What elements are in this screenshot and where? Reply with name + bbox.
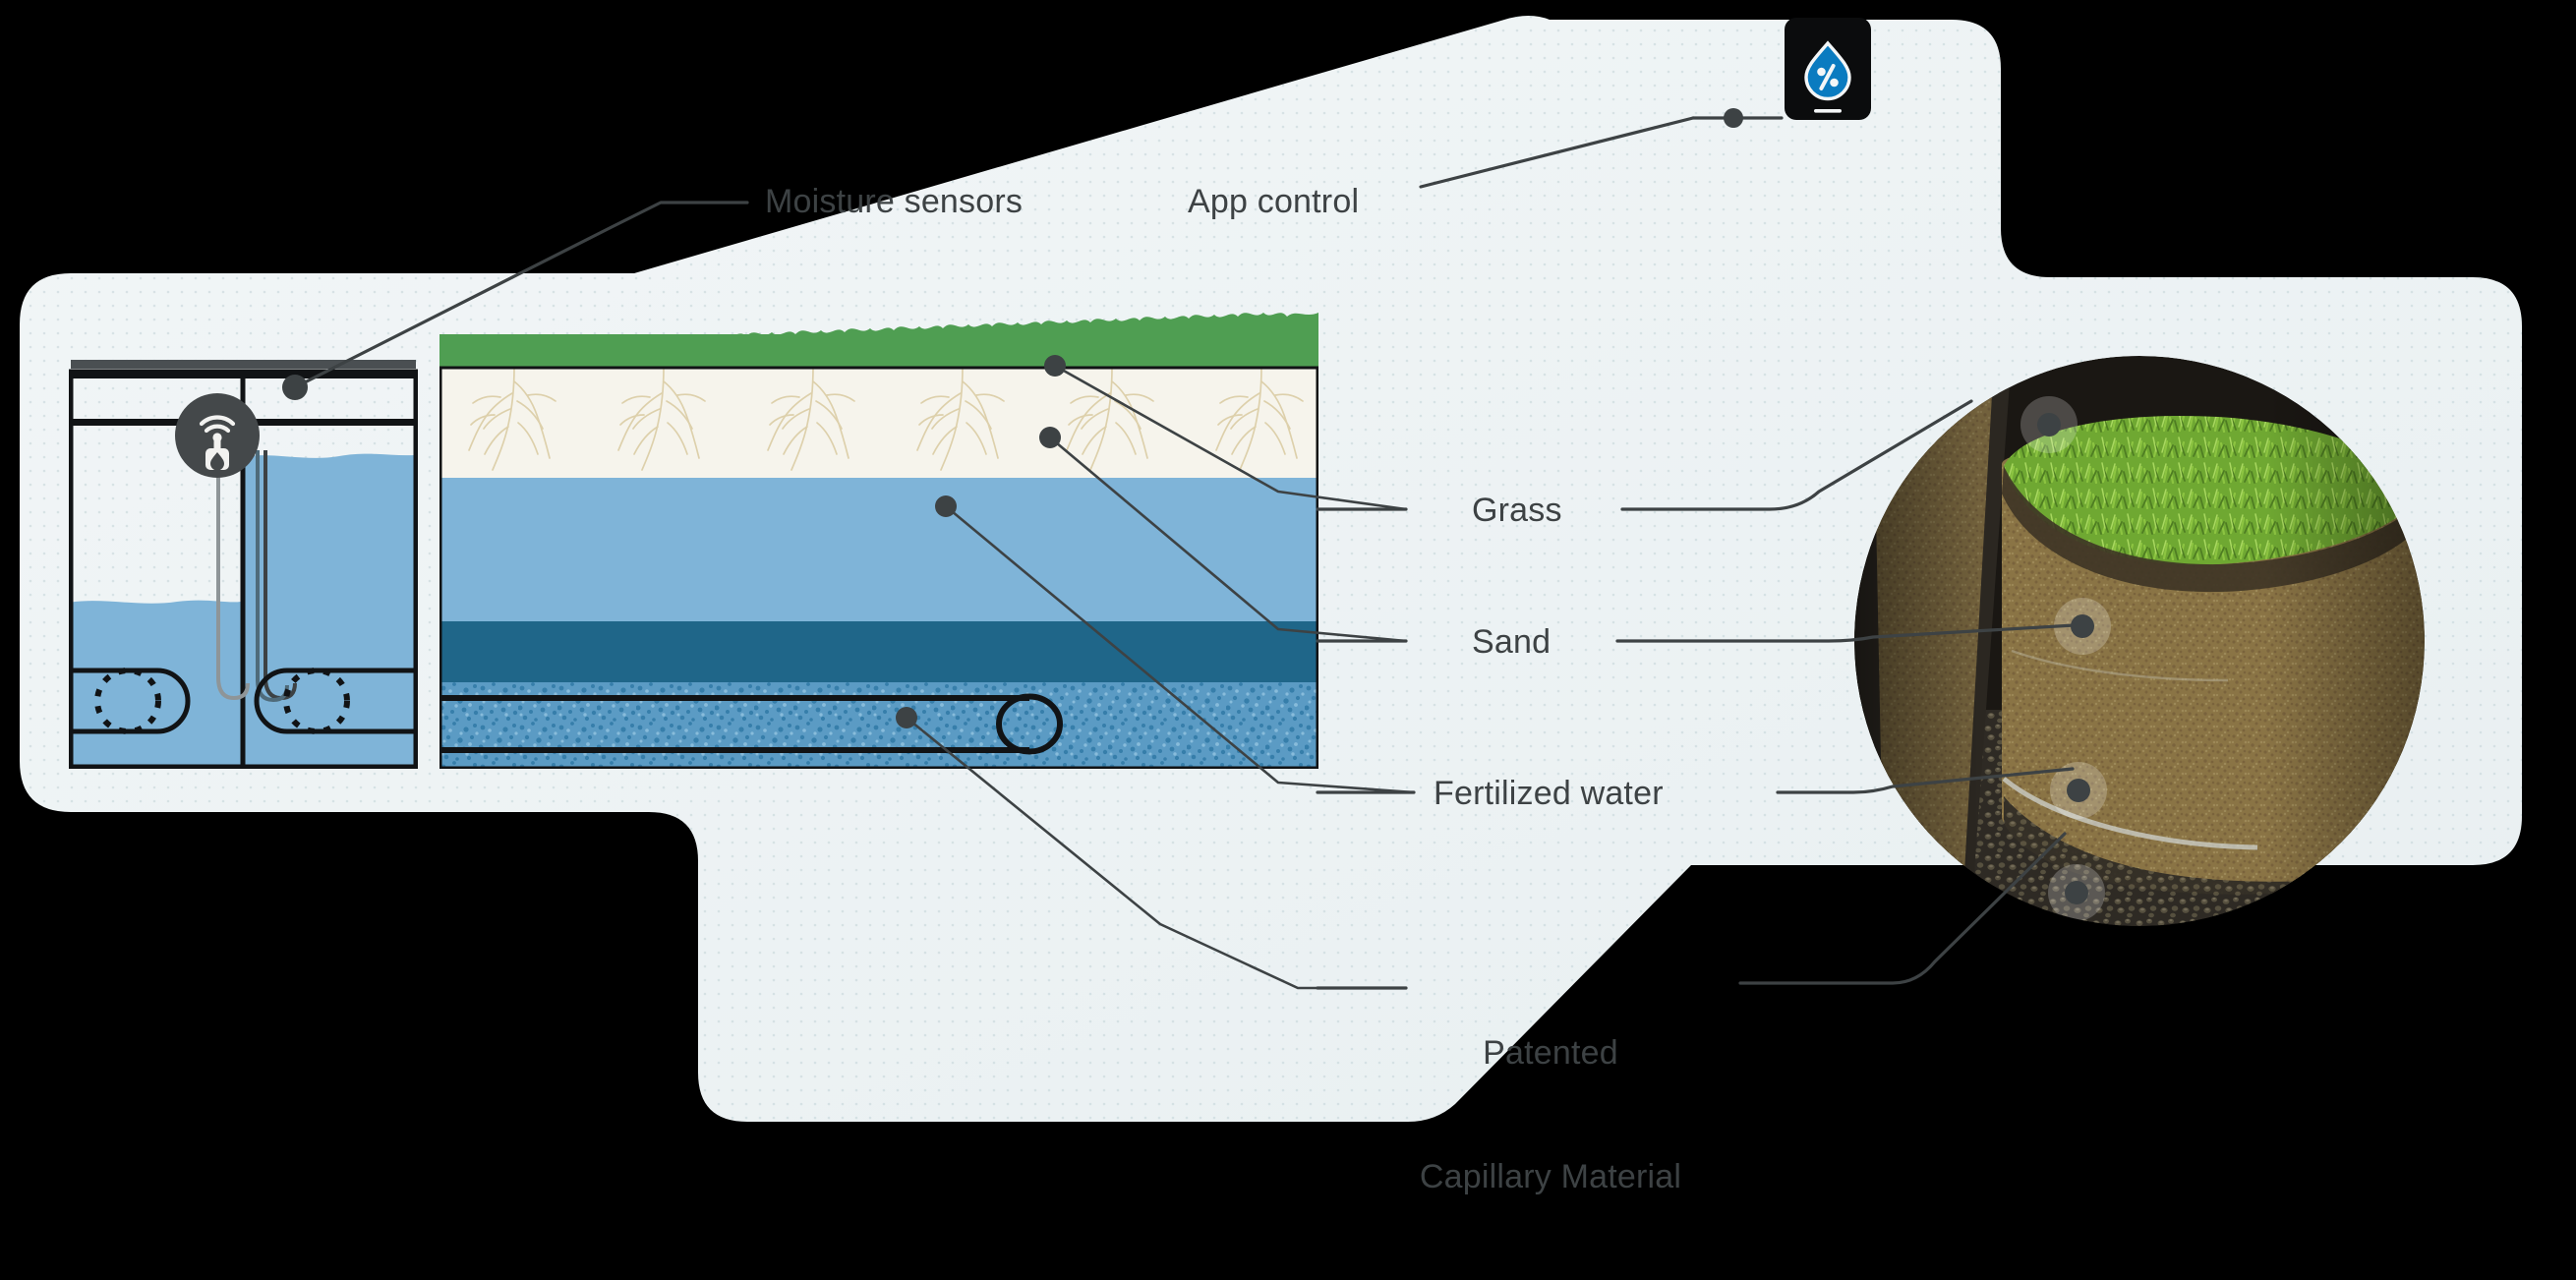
phone-home-indicator: [1814, 109, 1842, 113]
wifi-moisture-sensor-icon[interactable]: [175, 393, 260, 478]
tank-lid-top: [71, 360, 416, 369]
photo-marker-grass: [2020, 396, 2078, 453]
photo-marker-capillary: [2048, 864, 2105, 921]
label-app-control: App control: [1188, 183, 1360, 220]
tank-pipe-right: [254, 668, 423, 734]
photo-marker-sand: [2054, 598, 2111, 655]
label-fertilized-water: Fertilized water: [1434, 775, 1664, 812]
photo-marker-water: [2050, 762, 2107, 819]
turf-core-photo: [1854, 356, 2425, 926]
label-sand: Sand: [1472, 623, 1551, 661]
label-grass: Grass: [1472, 492, 1562, 529]
label-line-2: Capillary Material: [1419, 1158, 1682, 1195]
tank-pipe-left: [71, 668, 191, 734]
label-line-1: Patented: [1483, 1034, 1618, 1072]
diagram-canvas: Moisture sensors App control Grass Sand …: [20, 16, 2522, 1195]
water-reservoir-tank: [68, 356, 423, 770]
tank-water-right: [241, 453, 416, 767]
label-patented-capillary-material: Patented Capillary Material: [1388, 950, 1713, 1280]
grass-blades: [439, 313, 1318, 348]
tank-water-left: [71, 600, 241, 767]
label-moisture-sensors: Moisture sensors: [765, 183, 1024, 220]
capillary-pipe: [439, 693, 1063, 755]
tank-lid-bar: [71, 372, 416, 378]
phone-app-control[interactable]: [1785, 18, 1871, 120]
sensor-rod-left: [216, 450, 250, 701]
soil-cross-section: [439, 313, 1318, 769]
water-drop-percent-icon: [1804, 40, 1851, 101]
